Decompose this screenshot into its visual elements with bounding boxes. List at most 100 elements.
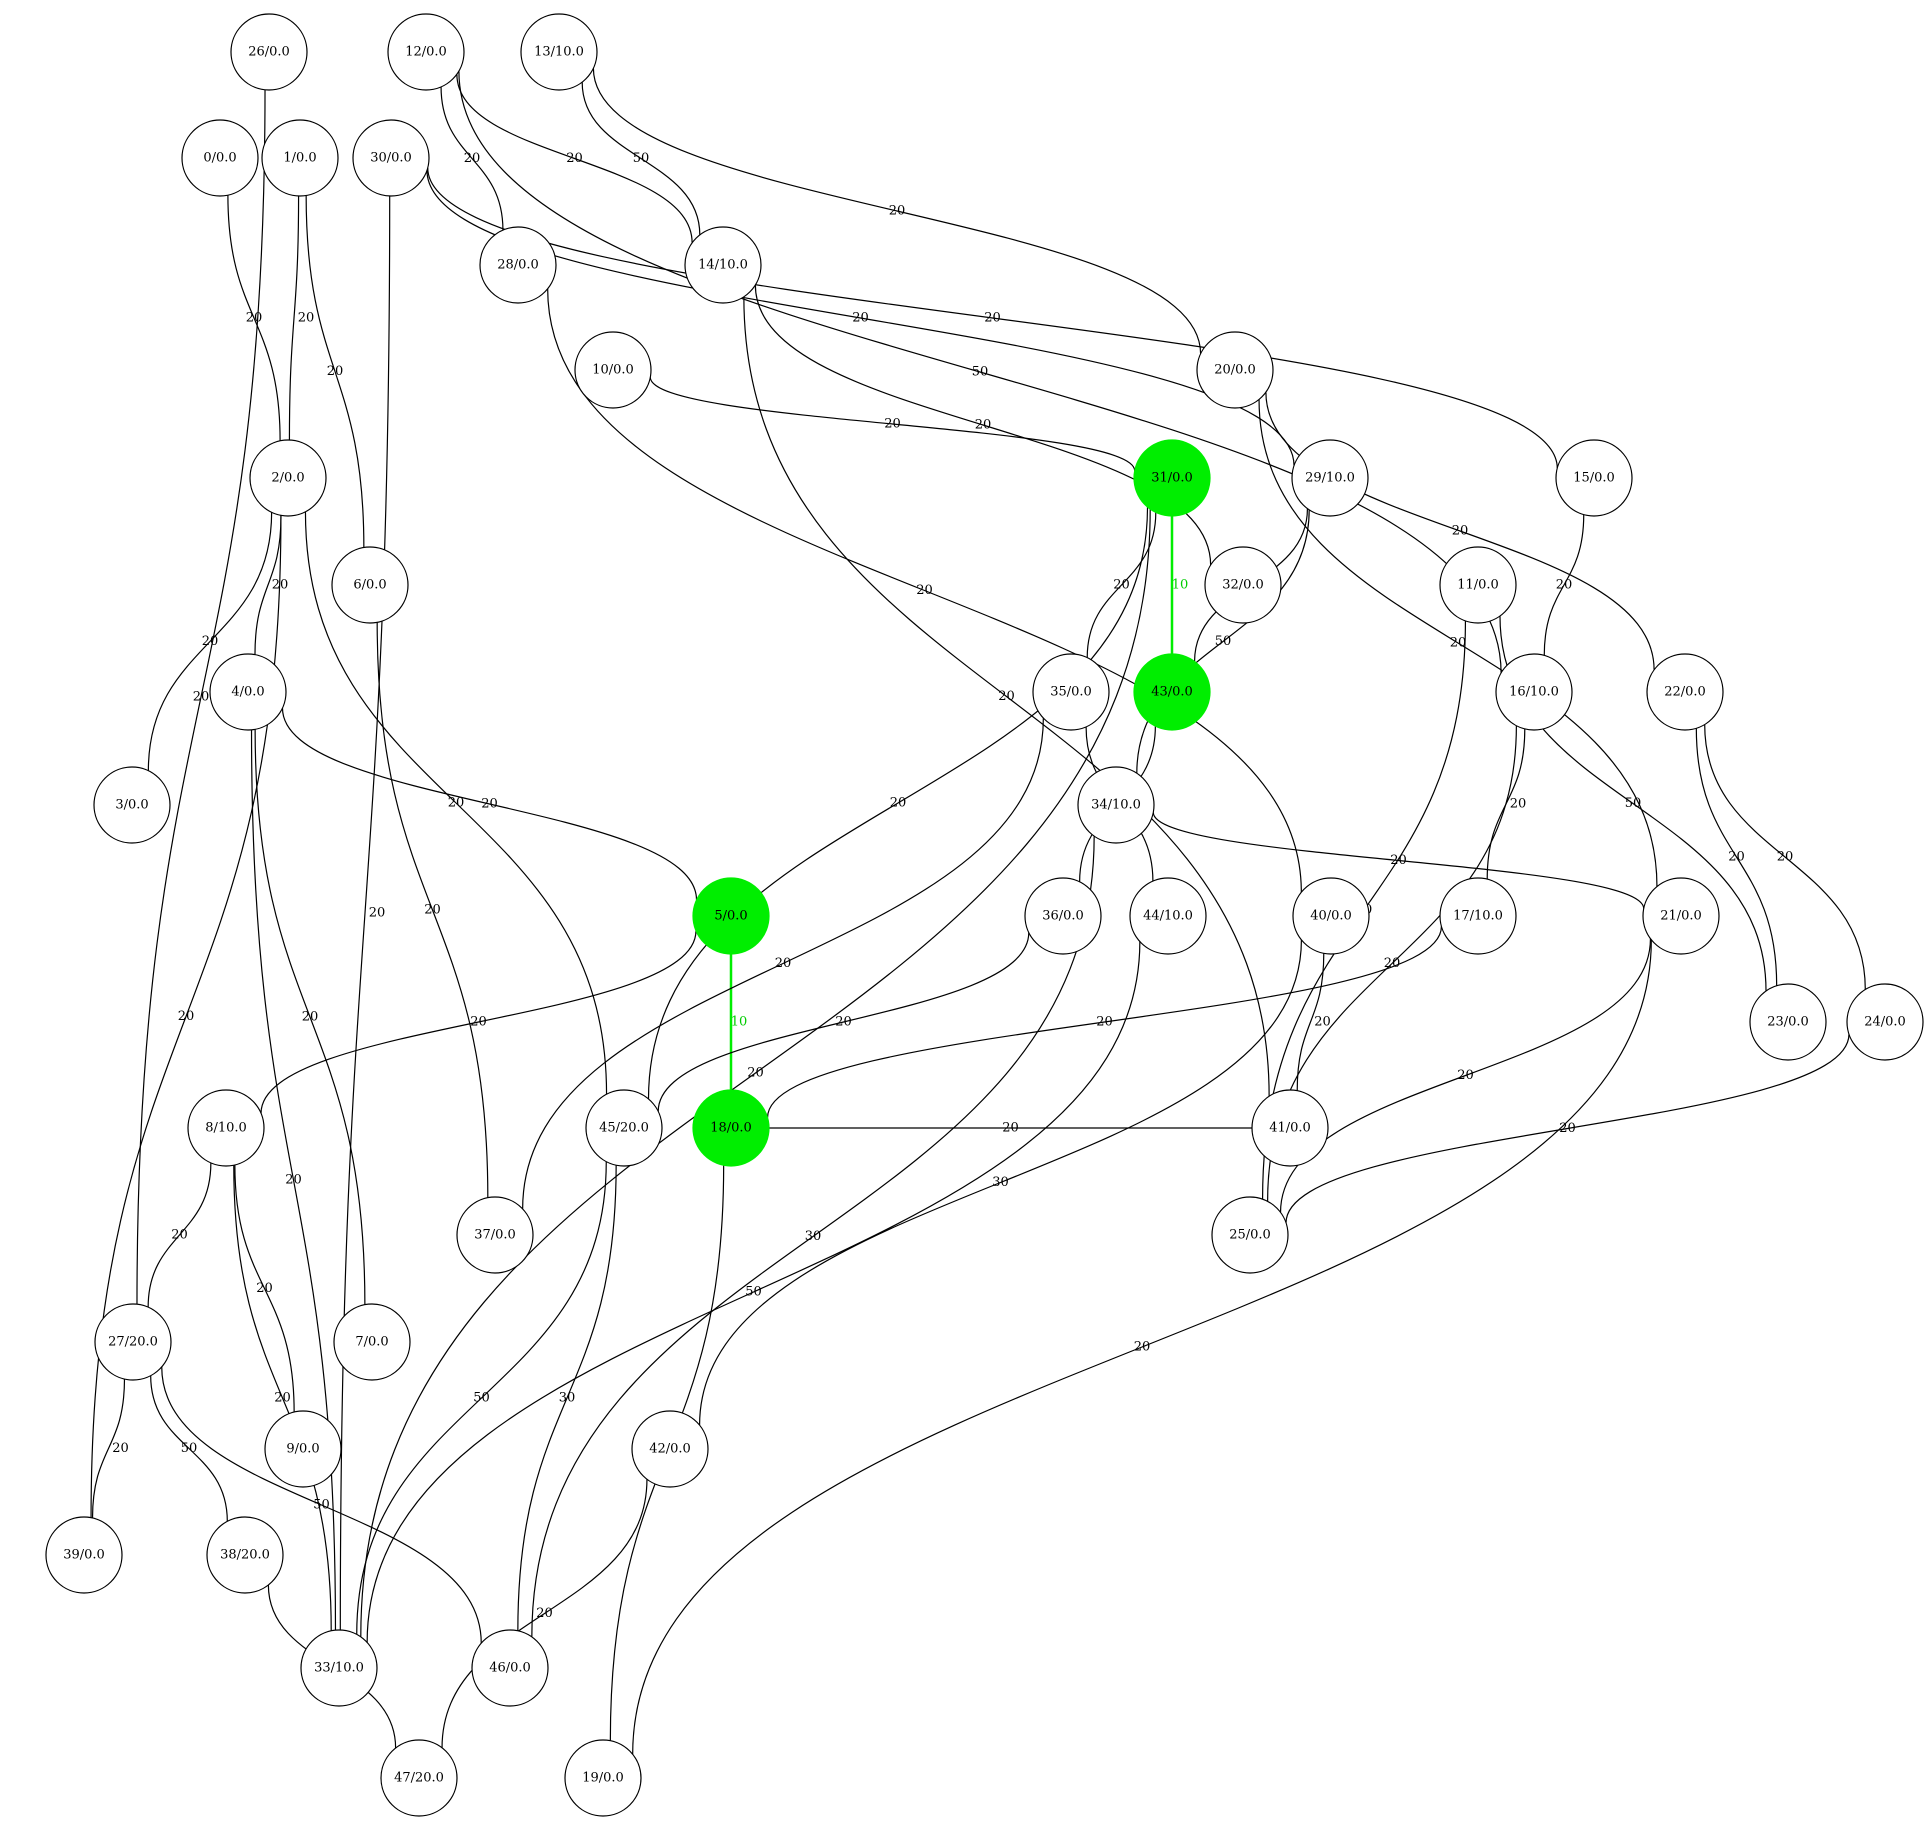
node-circle-1[interactable] — [261, 119, 339, 197]
node-36[interactable]: 36/0.0 — [1024, 877, 1102, 955]
node-13[interactable]: 13/10.0 — [520, 13, 598, 91]
edge-40-41 — [1296, 953, 1325, 1091]
node-11[interactable]: 11/0.0 — [1439, 546, 1517, 624]
node-22[interactable]: 22/0.0 — [1646, 653, 1724, 731]
node-21[interactable]: 21/0.0 — [1642, 877, 1720, 955]
edge-label-4-33: 20 — [285, 1173, 302, 1188]
node-32[interactable]: 32/0.0 — [1204, 546, 1282, 624]
node-circle-47[interactable] — [380, 1739, 458, 1817]
node-6[interactable]: 6/0.0 — [331, 546, 409, 624]
node-circle-36[interactable] — [1024, 877, 1102, 955]
node-43[interactable]: 43/0.0 — [1133, 653, 1211, 731]
node-2[interactable]: 2/0.0 — [249, 439, 327, 517]
node-circle-37[interactable] — [456, 1196, 534, 1274]
node-17[interactable]: 17/10.0 — [1439, 877, 1517, 955]
node-27[interactable]: 27/20.0 — [94, 1303, 172, 1381]
node-circle-26[interactable] — [230, 13, 308, 91]
node-circle-8[interactable] — [187, 1089, 265, 1167]
node-34[interactable]: 34/10.0 — [1077, 766, 1155, 844]
node-circle-14[interactable] — [684, 226, 762, 304]
node-circle-28[interactable] — [479, 226, 557, 304]
node-18[interactable]: 18/0.0 — [692, 1089, 770, 1167]
node-8[interactable]: 8/10.0 — [187, 1089, 265, 1167]
node-circle-38[interactable] — [206, 1516, 284, 1594]
node-circle-17[interactable] — [1439, 877, 1517, 955]
node-45[interactable]: 45/20.0 — [585, 1089, 663, 1167]
node-circle-10[interactable] — [574, 331, 652, 409]
node-25[interactable]: 25/0.0 — [1211, 1196, 1289, 1274]
node-10[interactable]: 10/0.0 — [574, 331, 652, 409]
node-40[interactable]: 40/0.0 — [1292, 877, 1370, 955]
node-circle-9[interactable] — [264, 1410, 342, 1488]
node-5[interactable]: 5/0.0 — [692, 877, 770, 955]
node-15[interactable]: 15/0.0 — [1555, 439, 1633, 517]
node-38[interactable]: 38/20.0 — [206, 1516, 284, 1594]
node-circle-18[interactable] — [692, 1089, 770, 1167]
node-44[interactable]: 44/10.0 — [1129, 877, 1207, 955]
node-47[interactable]: 47/20.0 — [380, 1739, 458, 1817]
node-28[interactable]: 28/0.0 — [479, 226, 557, 304]
node-3[interactable]: 3/0.0 — [93, 766, 171, 844]
node-circle-13[interactable] — [520, 13, 598, 91]
node-circle-27[interactable] — [94, 1303, 172, 1381]
node-37[interactable]: 37/0.0 — [456, 1196, 534, 1274]
node-14[interactable]: 14/10.0 — [684, 226, 762, 304]
node-circle-33[interactable] — [300, 1629, 378, 1707]
node-4[interactable]: 4/0.0 — [209, 653, 287, 731]
node-19[interactable]: 19/0.0 — [564, 1739, 642, 1817]
node-circle-7[interactable] — [333, 1303, 411, 1381]
node-circle-22[interactable] — [1646, 653, 1724, 731]
node-26[interactable]: 26/0.0 — [230, 13, 308, 91]
node-circle-29[interactable] — [1291, 439, 1369, 517]
node-35[interactable]: 35/0.0 — [1032, 653, 1110, 731]
node-16[interactable]: 16/10.0 — [1495, 653, 1573, 731]
node-circle-4[interactable] — [209, 653, 287, 731]
node-circle-40[interactable] — [1292, 877, 1370, 955]
node-circle-3[interactable] — [93, 766, 171, 844]
node-33[interactable]: 33/10.0 — [300, 1629, 378, 1707]
node-42[interactable]: 42/0.0 — [631, 1410, 709, 1488]
node-20[interactable]: 20/0.0 — [1196, 331, 1274, 409]
node-23[interactable]: 23/0.0 — [1749, 983, 1827, 1061]
node-circle-43[interactable] — [1133, 653, 1211, 731]
node-0[interactable]: 0/0.0 — [181, 119, 259, 197]
node-24[interactable]: 24/0.0 — [1846, 983, 1924, 1061]
node-circle-34[interactable] — [1077, 766, 1155, 844]
node-circle-20[interactable] — [1196, 331, 1274, 409]
node-circle-32[interactable] — [1204, 546, 1282, 624]
node-46[interactable]: 46/0.0 — [471, 1629, 549, 1707]
node-39[interactable]: 39/0.0 — [45, 1516, 123, 1594]
node-circle-25[interactable] — [1211, 1196, 1289, 1274]
node-41[interactable]: 41/0.0 — [1251, 1089, 1329, 1167]
node-circle-5[interactable] — [692, 877, 770, 955]
node-circle-19[interactable] — [564, 1739, 642, 1817]
node-31[interactable]: 31/0.0 — [1133, 439, 1211, 517]
node-circle-46[interactable] — [471, 1629, 549, 1707]
node-circle-16[interactable] — [1495, 653, 1573, 731]
node-circle-39[interactable] — [45, 1516, 123, 1594]
node-circle-11[interactable] — [1439, 546, 1517, 624]
node-circle-21[interactable] — [1642, 877, 1720, 955]
node-circle-24[interactable] — [1846, 983, 1924, 1061]
node-label-40: 40/0.0 — [1310, 909, 1352, 924]
node-12[interactable]: 12/0.0 — [387, 13, 465, 91]
node-29[interactable]: 29/10.0 — [1291, 439, 1369, 517]
node-circle-31[interactable] — [1133, 439, 1211, 517]
node-30[interactable]: 30/0.0 — [352, 119, 430, 197]
node-circle-2[interactable] — [249, 439, 327, 517]
edge-label-13-20: 20 — [889, 204, 906, 219]
node-circle-42[interactable] — [631, 1410, 709, 1488]
node-circle-6[interactable] — [331, 546, 409, 624]
node-circle-12[interactable] — [387, 13, 465, 91]
node-circle-44[interactable] — [1129, 877, 1207, 955]
node-9[interactable]: 9/0.0 — [264, 1410, 342, 1488]
node-circle-15[interactable] — [1555, 439, 1633, 517]
node-circle-23[interactable] — [1749, 983, 1827, 1061]
node-circle-45[interactable] — [585, 1089, 663, 1167]
node-1[interactable]: 1/0.0 — [261, 119, 339, 197]
node-circle-35[interactable] — [1032, 653, 1110, 731]
node-circle-41[interactable] — [1251, 1089, 1329, 1167]
node-circle-30[interactable] — [352, 119, 430, 197]
node-7[interactable]: 7/0.0 — [333, 1303, 411, 1381]
node-circle-0[interactable] — [181, 119, 259, 197]
